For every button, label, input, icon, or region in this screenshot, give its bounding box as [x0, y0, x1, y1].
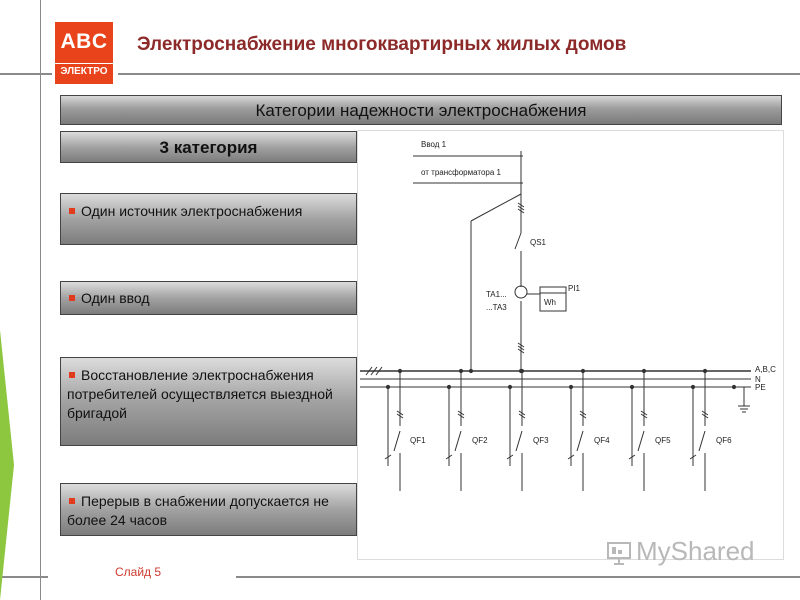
bullet-icon: [69, 372, 75, 379]
schematic-svg: Ввод 1 от трансформатора 1 QS1: [360, 140, 776, 491]
bullet-box-3: Восстановление электроснабжения потребит…: [60, 357, 357, 446]
bullet-box-4: Перерыв в снабжении допускается не более…: [60, 483, 357, 536]
bottom-rule-left: [0, 576, 48, 578]
category-box: 3 категория: [60, 131, 357, 163]
feeder-label-4: QF4: [594, 436, 610, 445]
bus-bars: [360, 366, 751, 413]
bullet-text-2: Один ввод: [81, 290, 150, 306]
switch-label: QS1: [530, 238, 547, 247]
green-accent-shape: [0, 330, 14, 600]
left-rule: [40, 0, 41, 600]
feeder-4: [567, 368, 587, 491]
top-rule-right: [118, 73, 800, 75]
bus-label-neutral: N: [755, 375, 761, 384]
logo-bottom-text: ЭЛЕКТРО: [55, 63, 113, 77]
bus-label-phases: A,B,C: [755, 365, 776, 374]
bullet-box-2: Один ввод: [60, 281, 357, 315]
incoming-feed: [470, 151, 525, 371]
bullet-icon: [69, 295, 75, 302]
logo: ABC ЭЛЕКТРО: [55, 22, 113, 84]
bullet-box-1: Один источник электроснабжения: [60, 193, 357, 245]
section-banner: Категории надежности электроснабжения: [60, 95, 782, 125]
bottom-rule-right: [236, 576, 800, 578]
meter-icon: [539, 286, 567, 312]
bullet-text-3: Восстановление электроснабжения потребит…: [67, 367, 333, 421]
source-label: от трансформатора 1: [421, 168, 502, 177]
feeder-label-5: QF5: [655, 436, 671, 445]
feeder-label-1: QF1: [410, 436, 426, 445]
feeder-label-2: QF2: [472, 436, 488, 445]
logo-top-text: ABC: [60, 30, 108, 53]
input-label: Ввод 1: [421, 140, 447, 149]
bullet-icon: [69, 208, 75, 215]
ct-label-2: ...TA3: [486, 303, 507, 312]
feeder-5: [628, 368, 648, 491]
bullet-icon: [69, 498, 75, 505]
meter-symbol: Wh: [544, 298, 556, 307]
top-rule-left: [0, 73, 52, 75]
feeder-label-3: QF3: [533, 436, 549, 445]
meter-label: PI1: [568, 284, 581, 293]
feeder-label-6: QF6: [716, 436, 732, 445]
feeder-2: [445, 368, 465, 491]
feeder-1: [384, 368, 404, 491]
current-transformer: [514, 285, 540, 299]
watermark-text: MyShared: [636, 536, 755, 566]
page-title: Электроснабжение многоквартирных жилых д…: [137, 34, 627, 55]
watermark: MyShared: [606, 536, 755, 567]
presentation-icon: [607, 542, 631, 566]
feeder-3: [506, 368, 526, 491]
bullet-text-4: Перерыв в снабжении допускается не более…: [67, 493, 329, 528]
feeder-6: [689, 368, 709, 491]
ct-label-1: TA1...: [486, 290, 507, 299]
bus-label-earth: PE: [755, 383, 766, 392]
single-line-diagram: Ввод 1 от трансформатора 1 QS1: [357, 130, 784, 560]
bullet-text-1: Один источник электроснабжения: [81, 203, 303, 219]
slide-number: Слайд 5: [115, 565, 162, 579]
